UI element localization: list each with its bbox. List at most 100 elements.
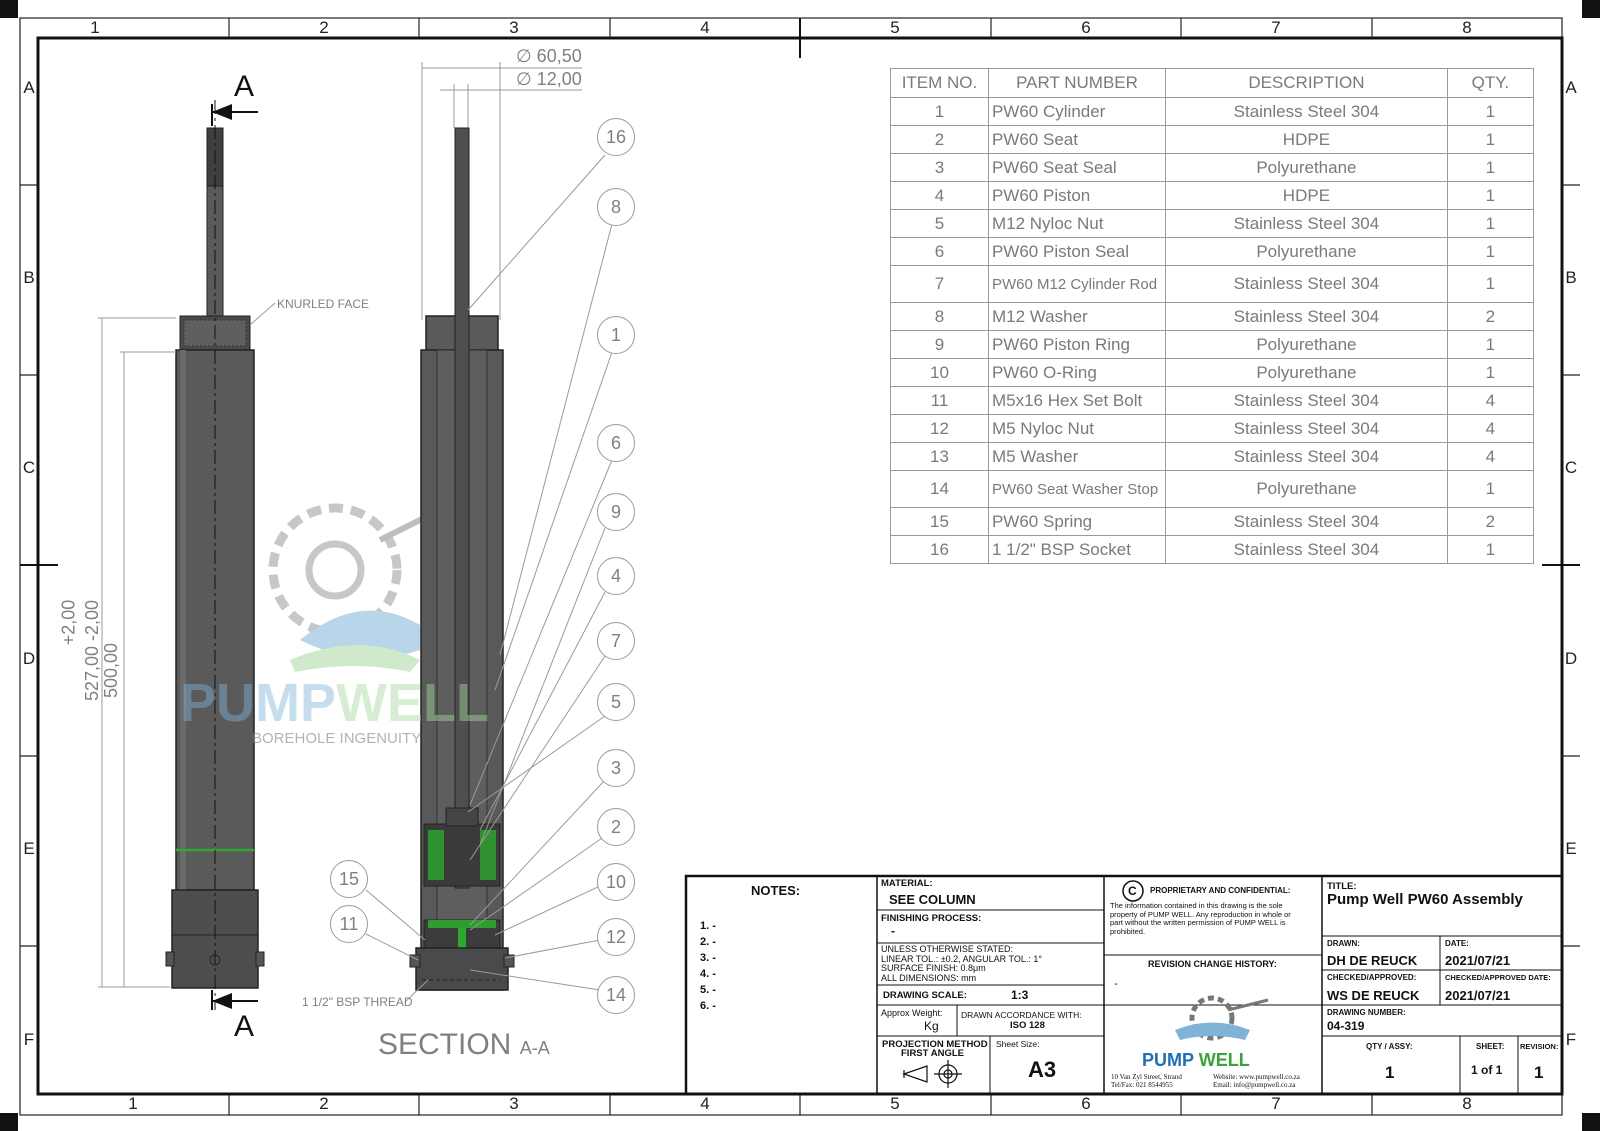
note-5: 5. - (700, 984, 716, 996)
balloon-1: 1 (597, 316, 635, 354)
dimension-tol-plus: +2,00 (58, 599, 79, 646)
dimension-inner-diameter: ∅ 12,00 (516, 69, 582, 89)
bom-cell-qty: 1 (1446, 535, 1535, 564)
bom-cell-item: 7 (890, 265, 989, 303)
bom-cell-qty: 1 (1446, 125, 1535, 154)
sheet-label: SHEET: (1476, 1042, 1505, 1051)
watermark-brand: PUMPWELL (180, 672, 489, 734)
bom-header-part: PART NUMBER (987, 68, 1167, 98)
material-value: SEE COLUMN (889, 892, 976, 907)
tolerance-line-4: ALL DIMENSIONS: mm (881, 972, 977, 983)
tolerance-line-2: LINEAR TOL.: ±0.2, ANGULAR TOL.: 1° (881, 953, 1042, 964)
bom-cell-description: Stainless Steel 304 (1165, 97, 1448, 126)
copyright-icon (1122, 880, 1144, 902)
bom-cell-part: M5x16 Hex Set Bolt (987, 386, 1167, 415)
address-block: 10 Van Zyl Street, Strand Tel/Fax: 021 8… (1111, 1073, 1182, 1089)
bsp-thread-note: 1 1/2" BSP THREAD (302, 995, 413, 1009)
bom-cell-part: PW60 Piston Seal (987, 237, 1167, 266)
bom-header-description: DESCRIPTION (1165, 68, 1448, 98)
zone-col-8: 8 (1462, 18, 1472, 37)
bom-cell-description: HDPE (1165, 181, 1448, 210)
bom-cell-part: PW60 Seat Seal (987, 153, 1167, 182)
bom-cell-item: 10 (890, 358, 989, 387)
bom-cell-item: 3 (890, 153, 989, 182)
tolerance-line-1: UNLESS OTHERWISE STATED: (881, 944, 1014, 954)
zone-col-3: 3 (509, 18, 519, 37)
zone-row-e: E (23, 839, 35, 858)
knurled-face-note: KNURLED FACE (277, 297, 370, 311)
checked-date-value: 2021/07/21 (1445, 988, 1511, 1003)
sheet-size-label: Sheet Size: (996, 1039, 1040, 1049)
balloon-7: 7 (597, 622, 635, 660)
bom-cell-description: Stainless Steel 304 (1165, 507, 1448, 536)
logo-well: WELL (1198, 1050, 1250, 1070)
bom-cell-item: 11 (890, 386, 989, 415)
email-line: Email: info@pumpwell.co.za (1213, 1081, 1296, 1089)
balloon-2: 2 (597, 808, 635, 846)
accordance-label: DRAWN ACCORDANCE WITH: (961, 1010, 1082, 1020)
confidential-line-3: part without the written permission of P… (1110, 918, 1286, 927)
bom-cell-item: 14 (890, 470, 989, 508)
bom-cell-part: 1 1/2" BSP Socket (987, 535, 1167, 564)
bom-cell-qty: 4 (1446, 442, 1535, 471)
zone-row-d: D (22, 649, 36, 668)
zone-col-3-bottom: 3 (509, 1094, 519, 1113)
length-dimensions (98, 302, 276, 988)
web-block: Website: www.pumpwell.co.za Email: info@… (1213, 1073, 1300, 1089)
drawn-label: DRAWN: (1327, 939, 1360, 948)
checked-date-label: CHECKED/APPROVED DATE: (1445, 973, 1551, 982)
note-1: 1. - (700, 920, 716, 932)
zone-row-c: C (22, 458, 36, 477)
note-4: 4. - (700, 968, 716, 980)
bom-cell-qty: 1 (1446, 181, 1535, 210)
bom-cell-description: Polyurethane (1165, 237, 1448, 266)
balloon-15: 15 (330, 860, 368, 898)
projection-value: FIRST ANGLE (901, 1048, 964, 1059)
sheet-size-value: A3 (1028, 1057, 1057, 1082)
bom-cell-item: 4 (890, 181, 989, 210)
zone-row-f-right: F (1565, 1030, 1577, 1049)
bom-cell-part: PW60 O-Ring (987, 358, 1167, 387)
bom-cell-item: 6 (890, 237, 989, 266)
finishing-value: - (891, 924, 895, 938)
tolerance-line-3: SURFACE FINISH: 0.8μm (881, 963, 986, 973)
bom-cell-description: Stainless Steel 304 (1165, 414, 1448, 443)
revision-history-value: - (1114, 978, 1118, 990)
sheet-corner-tr (1582, 0, 1600, 18)
weight-unit: Kg (924, 1019, 939, 1033)
zone-col-6: 6 (1081, 18, 1091, 37)
bom-cell-part: PW60 Spring (987, 507, 1167, 536)
bom-cell-description: Stainless Steel 304 (1165, 209, 1448, 238)
confidential-line-1: The information contained in this drawin… (1110, 901, 1283, 910)
zone-col-5-bottom: 5 (890, 1094, 900, 1113)
center-marks (20, 18, 1580, 566)
bom-cell-item: 9 (890, 330, 989, 359)
finishing-label: FINISHING PROCESS: (881, 913, 982, 924)
material-label: MATERIAL: (881, 878, 933, 889)
zone-col-6-bottom: 6 (1081, 1094, 1091, 1113)
watermark-logo (268, 492, 472, 672)
copyright-symbol: C (1128, 884, 1137, 898)
address-line-1: 10 Van Zyl Street, Strand (1111, 1073, 1182, 1081)
zone-col-1-bottom: 1 (128, 1094, 138, 1113)
bom-header-row: ITEM NO. PART NUMBER DESCRIPTION QTY. (890, 68, 1535, 98)
bom-cell-description: Stainless Steel 304 (1165, 386, 1448, 415)
sheet-value: 1 of 1 (1471, 1063, 1503, 1077)
watermark-brand-well: WELL (336, 673, 489, 733)
zone-col-2-bottom: 2 (319, 1094, 329, 1113)
bom-cell-part: M12 Washer (987, 302, 1167, 331)
bom-cell-part: PW60 Piston (987, 181, 1167, 210)
dimension-inner-length: 500,00 (101, 642, 122, 699)
balloon-11: 11 (330, 905, 368, 943)
balloon-3: 3 (597, 749, 635, 787)
